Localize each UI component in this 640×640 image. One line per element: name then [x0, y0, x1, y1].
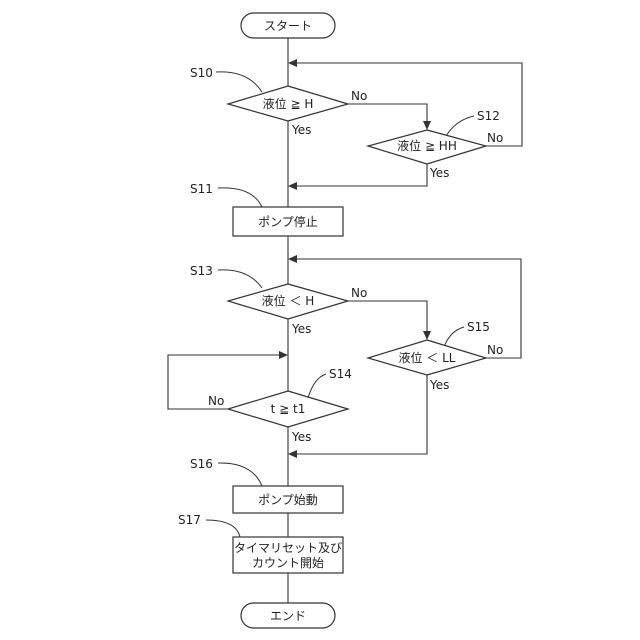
leader-s14 [308, 374, 326, 398]
leader-s17 [206, 520, 240, 537]
step-label-s16: S16 [190, 457, 213, 471]
arrowhead [423, 331, 431, 340]
arrowhead [288, 59, 297, 67]
arrowhead [288, 255, 297, 263]
leader-s13 [218, 270, 262, 288]
start-label: スタート [264, 19, 312, 33]
end-label: エンド [270, 609, 306, 623]
step-label-s12: S12 [477, 109, 500, 123]
s15-condition: 液位 ＜ LL [398, 350, 455, 365]
node-texts: スタート 液位 ≧ H 液位 ≧ HH ポンプ停止 液位 ＜ H 液位 ＜ LL… [234, 19, 457, 623]
leader-s11 [218, 188, 262, 207]
step-label-s10: S10 [190, 66, 213, 80]
step-label-s13: S13 [190, 264, 213, 278]
leader-s15 [444, 327, 464, 347]
edge-s12-yes [296, 164, 427, 186]
s17-label-line2: カウント開始 [252, 556, 324, 570]
leader-s12 [446, 116, 474, 136]
arrowhead [288, 450, 297, 458]
branch-s13-yes: Yes [291, 322, 311, 336]
branch-s12-yes: Yes [429, 166, 449, 180]
arrowhead [288, 182, 297, 190]
leader-s10 [216, 72, 262, 92]
arrowhead [279, 351, 288, 359]
step-label-s14: S14 [329, 367, 352, 381]
branch-s14-yes: Yes [291, 430, 311, 444]
s13-condition: 液位 ＜ H [262, 293, 315, 308]
branch-s10-yes: Yes [291, 123, 311, 137]
step-label-s11: S11 [190, 182, 213, 196]
branch-s15-no: No [487, 343, 503, 357]
branch-s12-no: No [487, 131, 503, 145]
step-label-s15: S15 [467, 320, 490, 334]
branch-s15-yes: Yes [429, 378, 449, 392]
s16-label: ポンプ始動 [258, 493, 318, 507]
step-label-s17: S17 [178, 513, 201, 527]
s17-label-line1: タイマリセット及び [234, 541, 342, 555]
arrowhead [423, 121, 431, 130]
s12-condition: 液位 ≧ HH [397, 138, 457, 153]
s14-condition: t ≧ t1 [271, 402, 306, 416]
edge-s10-no [348, 104, 427, 122]
branch-s10-no: No [351, 89, 367, 103]
s10-condition: 液位 ≧ H [263, 96, 314, 111]
s11-label: ポンプ停止 [258, 214, 318, 229]
edge-s13-no [348, 301, 427, 332]
branch-s13-no: No [351, 286, 367, 300]
branch-s14-no: No [208, 394, 224, 408]
step-labels: S10 S12 S11 S13 S15 S14 S16 S17 [178, 66, 500, 527]
leader-s16 [218, 463, 262, 486]
